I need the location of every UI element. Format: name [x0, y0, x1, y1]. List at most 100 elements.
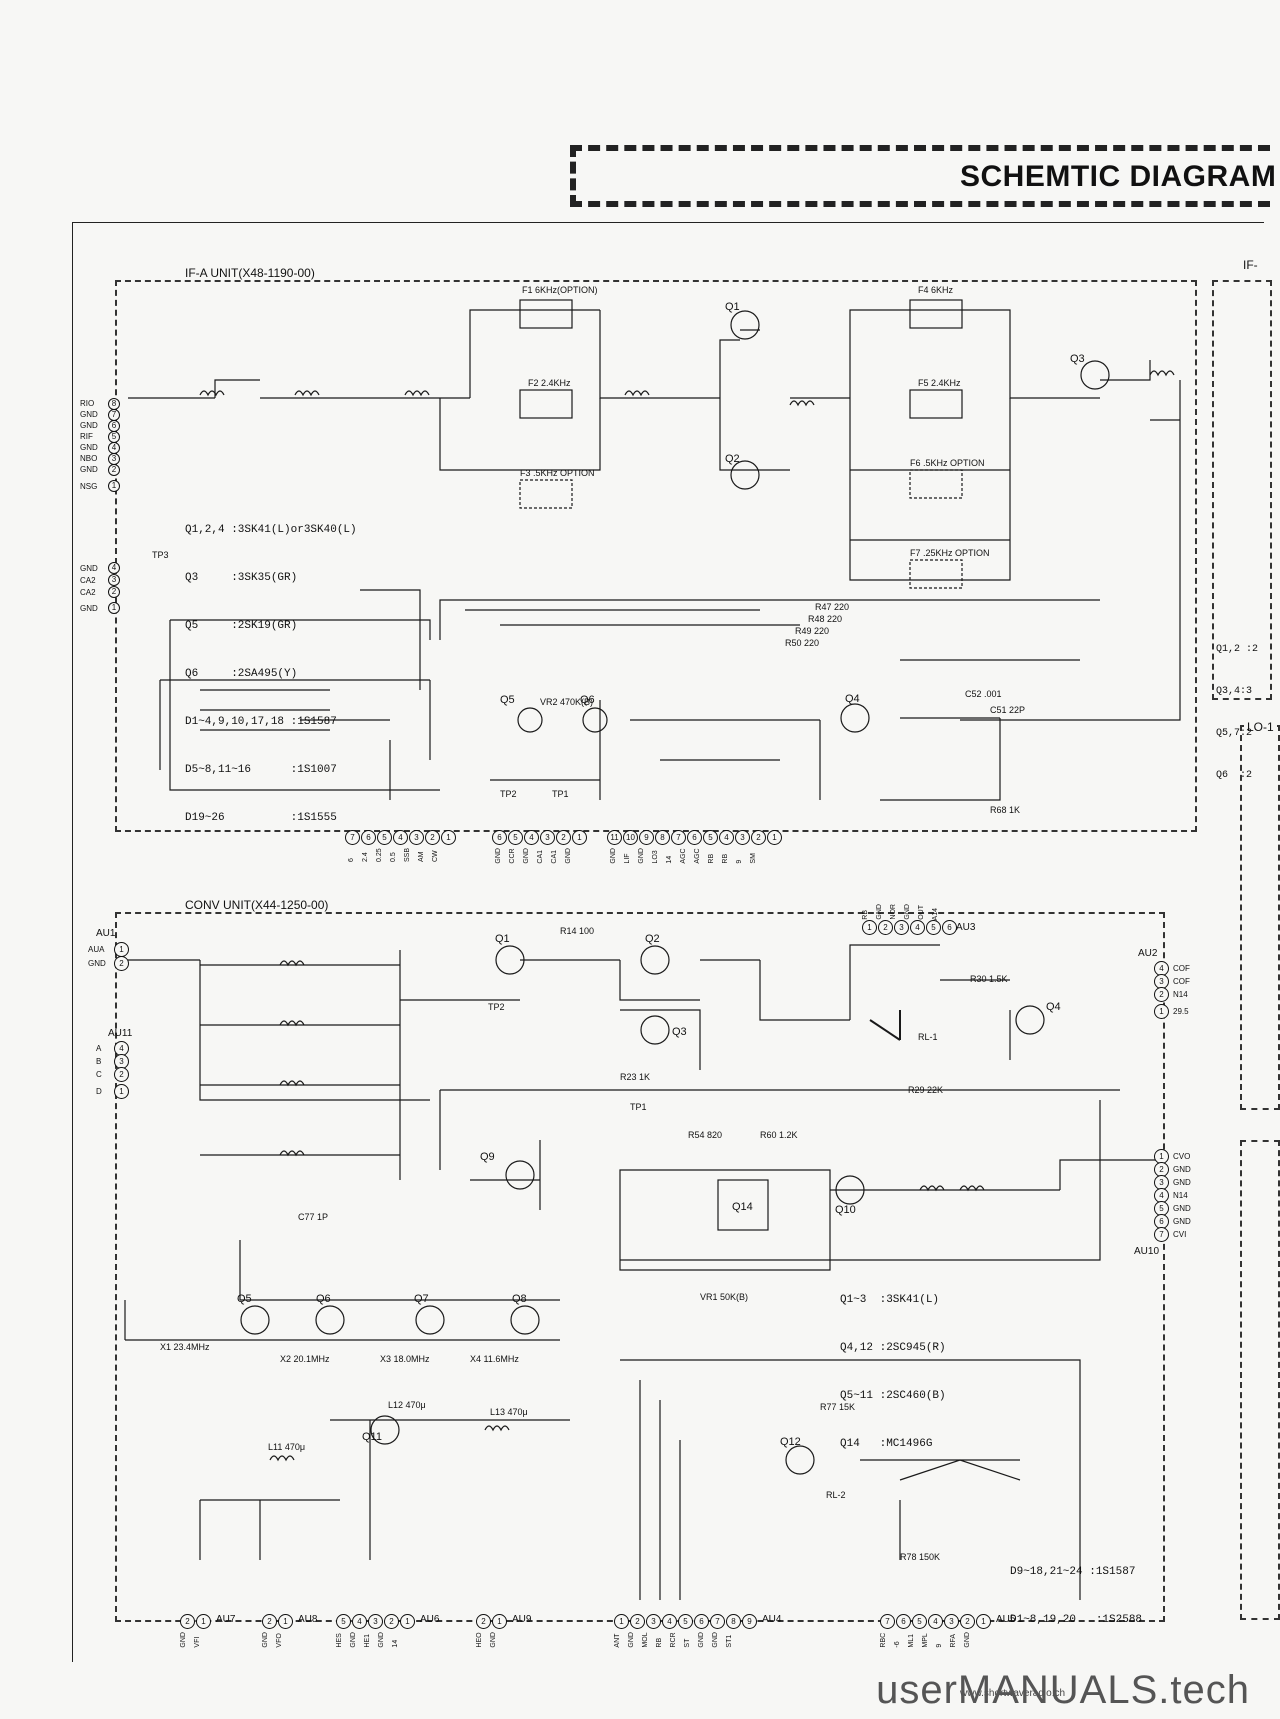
conv-unit-label: CONV UNIT(X44-1250-00)	[182, 898, 332, 912]
connector-pin-label: CA2	[80, 575, 96, 585]
filter-f2-label: F2 2.4KHz	[528, 378, 571, 388]
connector-pin-label: 2.4	[362, 852, 369, 863]
if-a-bottom-labels-3: GND LIF GND LO3 14 AGC AGC RB RB 9 SM	[610, 848, 761, 864]
connector-pin-label: ST	[684, 1638, 691, 1648]
connector-pin: 2	[878, 920, 893, 935]
connector-pin: 11	[607, 830, 622, 845]
connector-pin: 4	[524, 830, 539, 845]
au10-tag: AU10	[1134, 1246, 1160, 1257]
legend-line: Q6 :2	[1216, 770, 1253, 781]
connector-pin: 1	[976, 1614, 991, 1629]
connector-pin: 5	[703, 830, 718, 845]
legend-line: Q1~3 :3SK41(L)	[840, 1294, 940, 1306]
right-partial-unit-label: IF-	[1240, 258, 1261, 272]
c52-label: C52 .001	[965, 689, 1002, 699]
au5-tag: AU5	[996, 1614, 1016, 1625]
connector-pin: 1	[114, 941, 129, 957]
l12-label: L12 470μ	[388, 1400, 426, 1410]
connector-pin: 1	[441, 830, 456, 845]
connector-pin: 3	[1154, 974, 1169, 989]
connector-pin: 1	[862, 920, 877, 935]
connector-pin: 8	[655, 830, 670, 845]
connector-pin-label: CA2	[80, 587, 96, 597]
au6-tag: AU6	[420, 1614, 440, 1625]
connector-pin-label: N14	[1173, 990, 1188, 999]
connector-pin-label: RCR	[670, 1632, 677, 1648]
legend-line: D9~18,21~24 :1S1587	[1010, 1566, 1136, 1578]
connector-pin-label: GND	[80, 410, 98, 419]
r47-label: R47 220	[815, 602, 849, 612]
tp1-if-label: TP1	[552, 789, 569, 799]
r29-label: R29 22K	[908, 1085, 943, 1095]
r54-label: R54 820	[688, 1130, 722, 1140]
connector-pin: 4	[393, 830, 408, 845]
connector-pin-label: GND	[628, 1632, 635, 1648]
connector-pin-label: CA1	[551, 849, 558, 864]
connector-pin: 2	[114, 1067, 129, 1082]
rl2-label: RL-2	[826, 1490, 846, 1500]
legend-line: Q5 :2SK19(GR)	[185, 620, 298, 632]
au1-tag: AU1	[96, 928, 116, 939]
x1-label: X1 23.4MHz	[160, 1342, 210, 1352]
connector-pin: 8	[108, 397, 120, 410]
r49-label: R49 220	[795, 626, 829, 636]
connector-pin-label: GND	[378, 1632, 385, 1648]
connector-pin: 2	[1154, 987, 1169, 1002]
connector-pin-label: 29.5	[1173, 1006, 1189, 1016]
connector-pin-label: OUT	[918, 905, 925, 920]
connector-pin-label: HES	[336, 1633, 343, 1648]
connector-pin-label: GND	[712, 1632, 719, 1648]
connector-pin-label: GND	[80, 421, 98, 430]
if-q3-label: Q3	[1070, 353, 1085, 365]
filter-f7-label: F7 .25KHz OPTION	[910, 548, 990, 558]
connector-pin-label: LO3	[652, 850, 659, 864]
connector-pin-label: AGC	[680, 848, 687, 864]
connector-pin: 3	[735, 830, 750, 845]
connector-pin-label: -6	[894, 1641, 901, 1648]
connector-pin: 5	[508, 830, 523, 845]
connector-pin: 2	[108, 586, 120, 598]
tp2-if-label: TP2	[500, 789, 517, 799]
filter-f4-label: F4 6KHz	[918, 285, 954, 295]
if-q5-label: Q5	[500, 694, 515, 706]
connector-pin: 4	[910, 920, 925, 935]
vr1-label: VR1 50K(B)	[700, 1292, 748, 1302]
connector-pin-label: GND	[1173, 1217, 1191, 1226]
au8-tag: AU8	[298, 1614, 318, 1625]
if-q2-label: Q2	[725, 453, 740, 465]
connector-pin-label: 14	[392, 1639, 399, 1648]
connector-pin-label: GND	[350, 1632, 357, 1648]
connector-pin: 1	[278, 1614, 293, 1629]
connector-pin: 3	[108, 452, 120, 465]
if-a-unit-label: IF-A UNIT(X48-1190-00)	[182, 266, 318, 280]
connector-pin: 1	[572, 830, 587, 845]
if-a-bottom-labels-1: 6 2.4 0.25 0.5 SSB AM CW	[348, 848, 443, 862]
connector-pin-label: GND	[495, 848, 502, 864]
connector-pin: 1	[400, 1614, 415, 1629]
connector-pin-label: 0.5	[390, 852, 397, 863]
connector-pin-label: GND	[904, 904, 911, 920]
connector-pin-label: CVI	[1173, 1230, 1187, 1239]
legend-line: Q1,2 :2	[1216, 644, 1259, 655]
connector-pin-label: D	[96, 1086, 102, 1096]
conv-transistor-legend: Q1~3 :3SK41(L) Q4,12 :2SC945(R) Q5~11 :2…	[840, 1260, 946, 1468]
legend-line: D5~8,11~16 :1S1007	[185, 764, 337, 776]
connector-pin-label: ML1	[908, 1633, 915, 1648]
connector-pin: 3	[944, 1614, 959, 1629]
connector-pin-label: GND	[80, 563, 98, 573]
legend-line: D1~8,19,20 :1S2588	[1010, 1614, 1143, 1626]
connector-pin-label: RB	[862, 910, 869, 920]
tp3-label: TP3	[152, 550, 169, 560]
tp1-conv-label: TP1	[630, 1102, 647, 1112]
connector-pin: 2	[262, 1614, 277, 1629]
connector-pin-label: GND	[80, 443, 98, 452]
connector-pin-label: RIF	[80, 432, 93, 441]
connector-pin: 5	[1154, 1201, 1169, 1216]
connector-pin: 7	[1154, 1227, 1169, 1242]
conv-q9-label: Q9	[480, 1151, 495, 1163]
